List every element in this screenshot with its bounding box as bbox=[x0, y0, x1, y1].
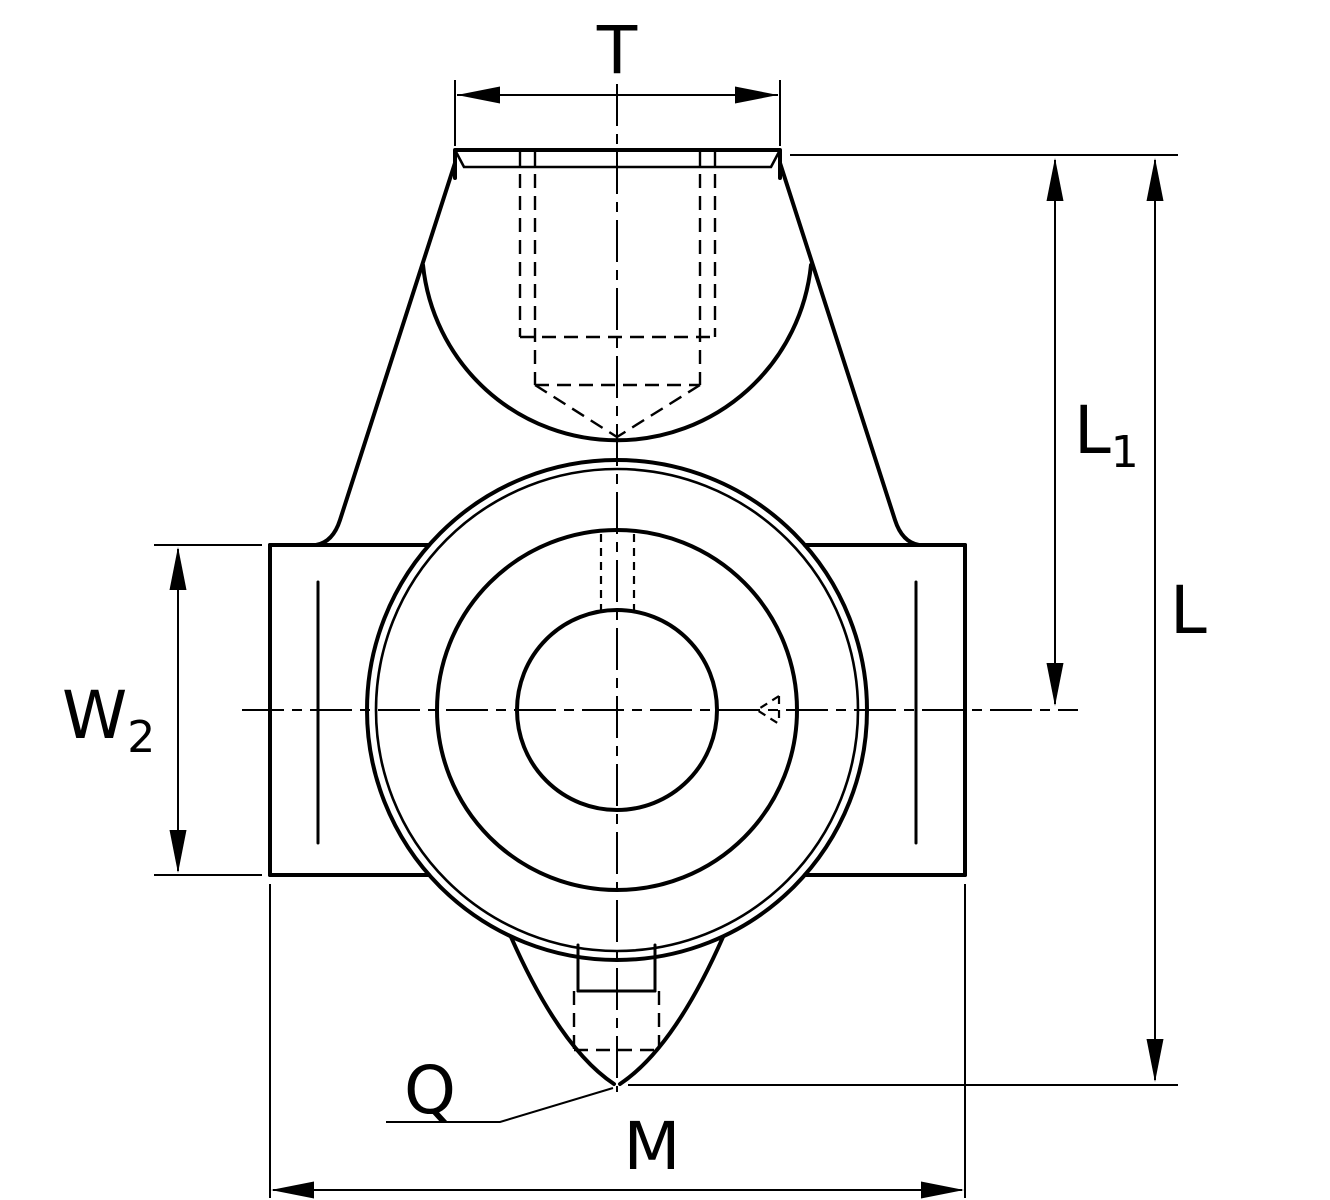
lug-groove-lines bbox=[316, 580, 918, 845]
bearing-outer-ring-circle bbox=[435, 528, 799, 892]
w2-arrowhead-bottom bbox=[169, 830, 187, 873]
dimension-L: L bbox=[628, 158, 1207, 1086]
top-block-chamfer-line bbox=[453, 149, 782, 169]
dimension-L1: L1 bbox=[790, 154, 1178, 706]
dim-label-L1: L1 bbox=[1074, 392, 1139, 478]
m-arrowhead-right bbox=[921, 1181, 964, 1199]
centerlines bbox=[242, 84, 1078, 1092]
shaft-bore-circle bbox=[515, 608, 719, 812]
t-arrowhead-right bbox=[735, 86, 778, 104]
l1-arrowhead-top bbox=[1046, 158, 1064, 201]
dim-label-Q: Q bbox=[404, 1052, 456, 1129]
top-boss-arc bbox=[421, 263, 813, 443]
l-arrowhead-top bbox=[1146, 158, 1164, 201]
setscrew-point-chevron bbox=[754, 695, 780, 725]
bottom-boss-left-curve bbox=[509, 935, 616, 1086]
housing-outer-circle bbox=[365, 458, 869, 962]
housing-chamfer-circle bbox=[374, 467, 860, 953]
dimension-M: M bbox=[269, 884, 966, 1199]
drill-point-right-line bbox=[616, 383, 701, 439]
housing-outline bbox=[268, 148, 967, 1086]
dim-label-L: L bbox=[1170, 572, 1207, 649]
w2-arrowhead-top bbox=[169, 547, 187, 590]
top-threaded-hole-hidden-lines bbox=[518, 152, 717, 439]
l-arrowhead-bottom bbox=[1146, 1039, 1164, 1082]
setscrew-hidden-lines bbox=[599, 534, 781, 725]
bearing-circles bbox=[365, 458, 869, 962]
dim-label-T: T bbox=[596, 12, 638, 89]
t-arrowhead-left bbox=[457, 86, 500, 104]
l1-arrowhead-bottom bbox=[1046, 663, 1064, 706]
bottom-boss-right-curve bbox=[618, 935, 725, 1086]
dim-label-M: M bbox=[624, 1108, 681, 1185]
dimension-W2: W2 bbox=[62, 544, 262, 876]
dimension-T: T bbox=[454, 12, 781, 146]
q-callout: Q bbox=[386, 1052, 614, 1129]
q-leader-line bbox=[386, 1087, 614, 1123]
dim-label-W2: W2 bbox=[62, 677, 155, 763]
bottom-threaded-hole bbox=[572, 943, 661, 1052]
m-arrowhead-left bbox=[271, 1181, 314, 1199]
drill-point-left-line bbox=[534, 383, 618, 439]
